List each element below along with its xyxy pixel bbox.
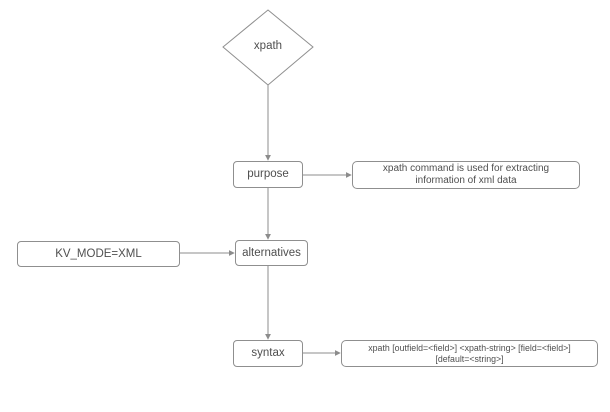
purpose-info-line1: xpath command is used for extracting [382, 163, 550, 174]
node-xpath-label: xpath [253, 40, 283, 52]
node-syntax: syntax [233, 340, 303, 367]
purpose-info-line2: information of xml data [415, 175, 517, 186]
syntax-info-line2: [default=<string>] [435, 353, 504, 364]
node-purpose-info: xpath command is used for extracting inf… [352, 161, 580, 189]
node-kv-mode: KV_MODE=XML [17, 241, 180, 267]
node-syntax-info: xpath [outfield=<field>] <xpath-string> … [341, 340, 598, 367]
node-purpose: purpose [233, 161, 303, 188]
syntax-info-line1: xpath [outfield=<field>] <xpath-string> … [368, 342, 571, 353]
node-alternatives: alternatives [235, 240, 308, 266]
